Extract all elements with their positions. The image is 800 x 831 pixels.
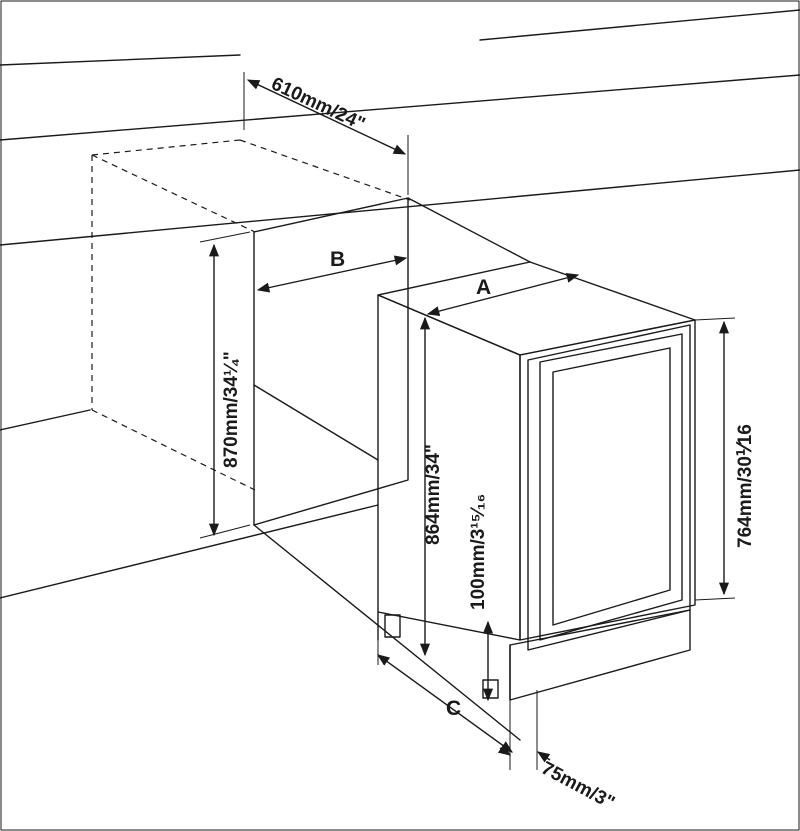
niche-back-wall bbox=[253, 197, 409, 526]
foot-front bbox=[482, 679, 499, 699]
label-niche-height: 870mm/34¼" bbox=[221, 351, 242, 468]
label-door-height: 764mm/30⅟16 bbox=[735, 424, 756, 548]
glass-panel bbox=[552, 347, 671, 626]
label-plinth-recess: 75mm/3" bbox=[538, 758, 618, 814]
appliance-body bbox=[377, 261, 696, 701]
label-cabinet-depth: 610mm/24" bbox=[268, 73, 368, 135]
dim-appliance-height: 864mm/34" bbox=[419, 316, 444, 657]
marker-b: B bbox=[330, 248, 345, 271]
dim-plinth-height: 100mm/3¹⁵⁄₁₆ bbox=[468, 494, 494, 702]
dim-plinth-recess: 75mm/3" bbox=[497, 690, 618, 814]
dim-cabinet-depth: 610mm/24" bbox=[243, 72, 409, 195]
dim-c: C bbox=[376, 640, 514, 753]
foot-back bbox=[384, 614, 401, 638]
marker-c: C bbox=[446, 697, 461, 720]
dim-niche-height: 870mm/34¼" bbox=[199, 231, 251, 539]
dim-door-height: 764mm/30⅟16 bbox=[694, 317, 756, 601]
niche-floor-line bbox=[253, 384, 379, 461]
dim-a: A bbox=[426, 272, 580, 317]
dashed-cabinet-outline bbox=[91, 139, 411, 491]
dim-b: B bbox=[256, 248, 408, 293]
label-appliance-height: 864mm/34" bbox=[423, 444, 444, 545]
marker-a: A bbox=[476, 276, 491, 299]
label-plinth-height: 100mm/3¹⁵⁄₁₆ bbox=[468, 494, 489, 610]
